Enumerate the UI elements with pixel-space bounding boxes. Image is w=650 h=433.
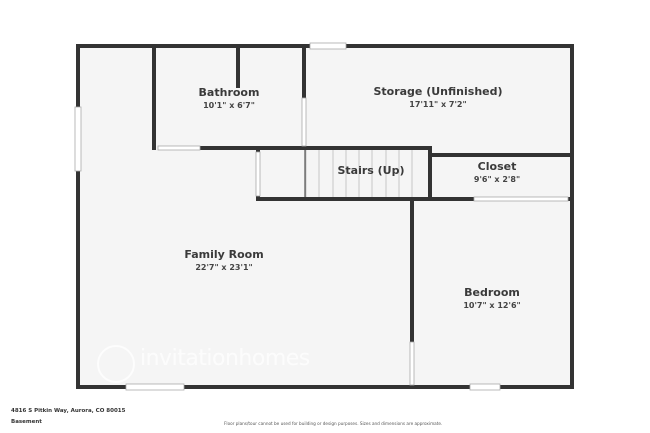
room-stairs: Stairs (Up) [337, 164, 404, 178]
room-dimensions: 22'7" x 23'1" [195, 263, 253, 272]
room-name: Bathroom [198, 86, 260, 99]
room-closet: Closet 9'6" x 2'8" [474, 160, 520, 185]
room-family-room: Family Room 22'7" x 23'1" [184, 248, 263, 273]
invitation-homes-logo-icon [97, 345, 135, 383]
floor-area [78, 46, 572, 387]
room-storage: Storage (Unfinished) 17'11" x 7'2" [373, 85, 502, 110]
room-name: Storage (Unfinished) [373, 85, 503, 98]
room-name: Stairs (Up) [337, 164, 405, 177]
floor-level-label: Basement [11, 419, 42, 425]
room-dimensions: 10'1" x 6'7" [203, 101, 255, 110]
room-dimensions: 17'11" x 7'2" [409, 100, 467, 109]
walls [76, 44, 574, 389]
room-bedroom: Bedroom 10'7" x 12'6" [463, 286, 520, 311]
stair-treads [305, 150, 413, 197]
room-name: Bedroom [464, 286, 520, 299]
windows-and-openings [74, 42, 569, 391]
disclaimer-text: Floor plans/tour cannot be used for buil… [224, 421, 443, 426]
property-address: 4816 S Pitkin Way, Aurora, CO 80015 [11, 408, 126, 414]
watermark-text: invitationhomes [140, 346, 310, 371]
room-name: Closet [477, 160, 517, 173]
room-dimensions: 10'7" x 12'6" [463, 301, 521, 310]
room-dimensions: 9'6" x 2'8" [473, 175, 521, 184]
room-name: Family Room [184, 248, 264, 261]
room-bathroom: Bathroom 10'1" x 6'7" [199, 86, 260, 111]
